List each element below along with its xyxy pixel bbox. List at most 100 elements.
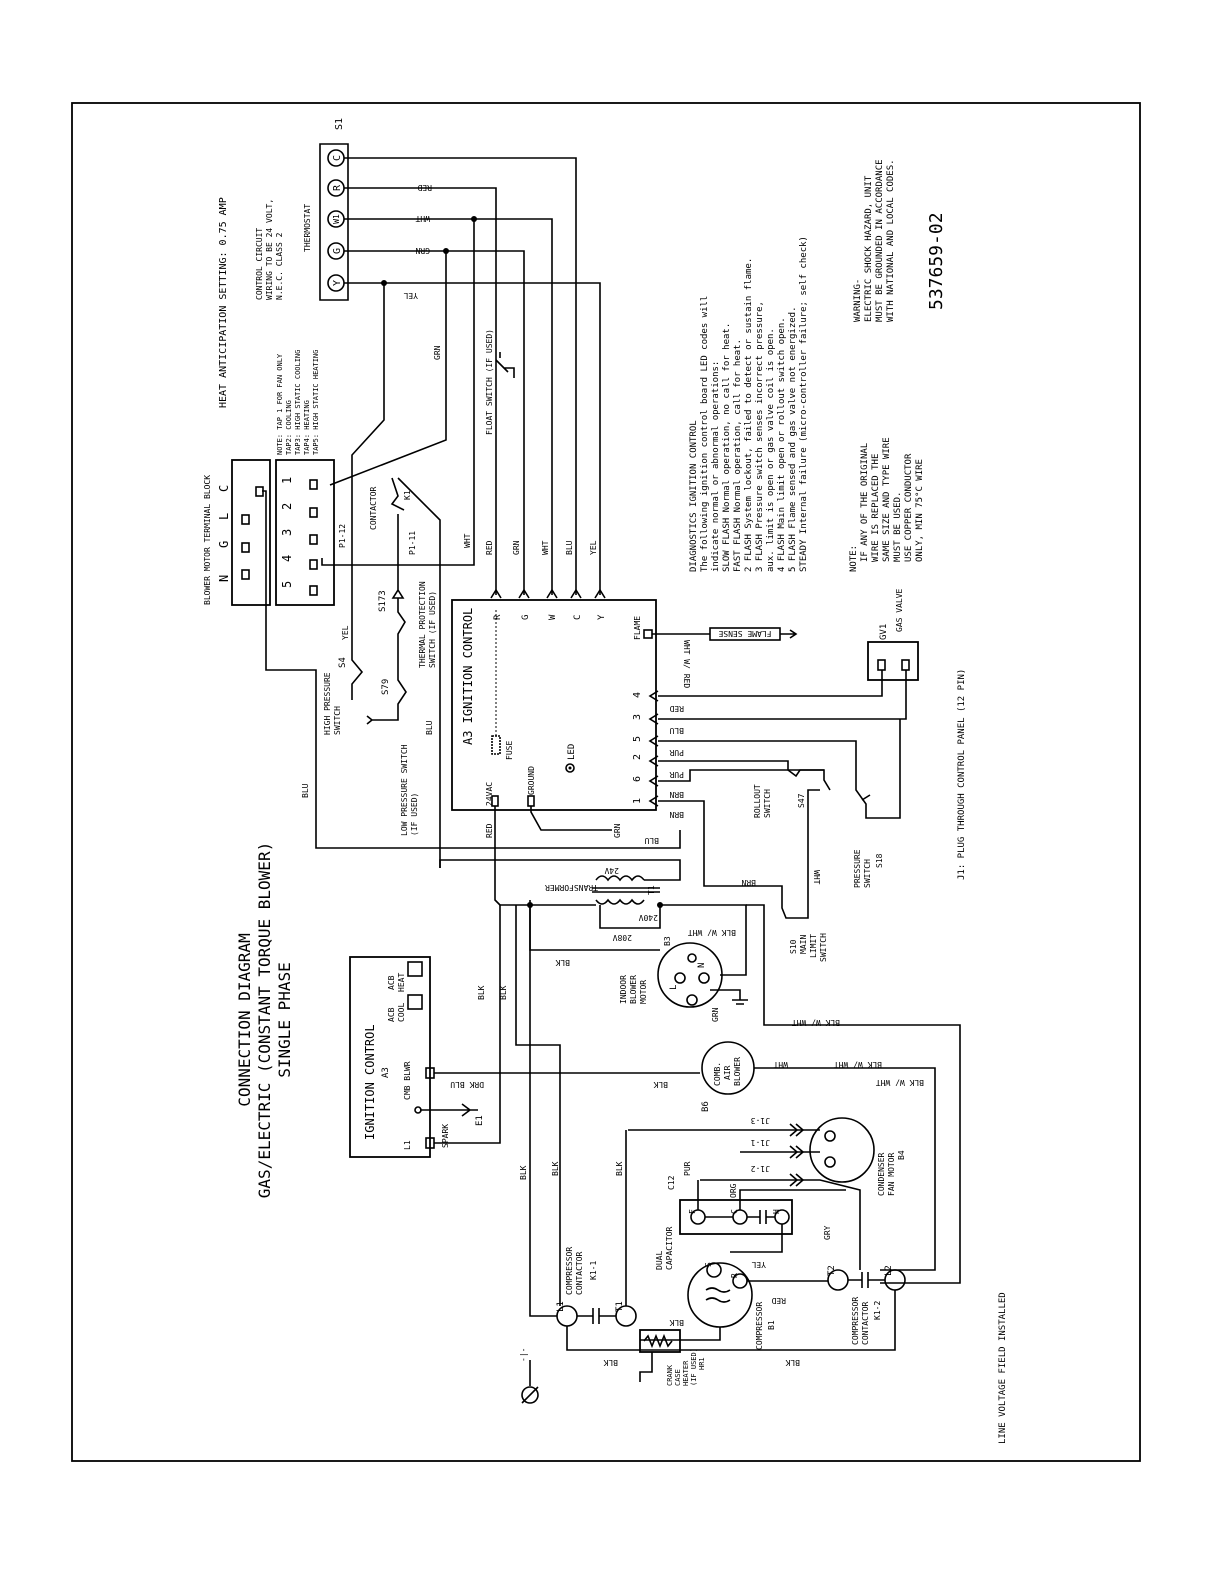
switch-label: LOW PRESSURE SWITCH <box>400 744 409 836</box>
control-circuit-note: CONTROL CIRCUIT WIRING TO BE 24 VOLT, N.… <box>255 199 284 300</box>
note-line: USE COPPER CONDUCTOR <box>904 453 914 562</box>
cap-term: C <box>730 1209 739 1214</box>
thermostat-label: THERMOSTAT <box>303 204 312 252</box>
box-title: IGNITION CONTROL <box>363 1024 377 1140</box>
wire-label: BLU <box>301 783 310 798</box>
switch-id: S47 <box>797 793 806 808</box>
contactor-label: CONTACTOR <box>861 1301 870 1345</box>
motor-id: B3 <box>663 936 672 946</box>
tap: 1 <box>280 477 294 484</box>
transformer: TRANSFORMER 24V T1 240V 208V BLK W/ WHT <box>439 859 747 976</box>
gas-valve: GV1 GAS VALVE RED BLU <box>658 588 919 735</box>
heater-id: HR1 <box>698 1357 706 1370</box>
wire-label: PUR <box>669 748 684 757</box>
cap-term: H <box>772 1209 781 1214</box>
fan-label: CONDENSER <box>877 1152 886 1196</box>
wire-label: BLU <box>669 726 684 735</box>
wire-label: WHT <box>812 870 821 885</box>
block-label: BLOWER MOTOR TERMINAL BLOCK <box>203 475 212 605</box>
switch-id: S79 <box>381 679 391 695</box>
pin: C <box>573 615 583 620</box>
heater-label: CRANK <box>666 1364 674 1386</box>
output-pins: 4 3 5 2 6 1 <box>632 692 643 804</box>
wire-note: NOTE: IF ANY OF THE ORIGINAL WIRE IS REP… <box>849 437 925 572</box>
heater-label: HEATER <box>682 1360 690 1386</box>
e1-label: E1 <box>475 1115 485 1126</box>
wire-label: YEL <box>341 625 350 640</box>
thermal-protection-switch: S173 THERMAL PROTECTION SWITCH (IF USED) <box>378 581 437 668</box>
transformer-label: TRANSFORMER <box>545 883 598 892</box>
switch-label: SWITCH <box>819 933 828 962</box>
flame-sense: FLAME SENSE WHT W/ RED <box>652 627 798 688</box>
cap-id: C12 <box>667 1175 676 1190</box>
tap: 2 <box>280 503 294 510</box>
diag-line: 4 FLASH Main limit open or rollout switc… <box>777 317 787 572</box>
plug-label: J1-1 <box>751 1138 770 1147</box>
motor-term: L <box>669 985 679 990</box>
diag-line: 5 FLASH Flame sensed and gas valve not e… <box>788 306 798 572</box>
diag-line: STEADY Internal failure (micro-controlle… <box>799 236 809 572</box>
contactor-k1: K1 <box>403 490 412 500</box>
cap-term: F <box>688 1209 697 1214</box>
acb: ACB <box>387 975 396 990</box>
thermostat-terminal-c: C <box>327 149 345 167</box>
term-label: W1 <box>332 214 341 224</box>
plug-label: P1-12 <box>338 524 347 548</box>
pin: 6 <box>632 776 643 782</box>
wire-label: BLK <box>603 1358 618 1367</box>
note-line: N.E.C. CLASS 2 <box>275 232 284 300</box>
wire-label: GRN <box>711 1007 720 1022</box>
line-voltage-note: LINE VOLTAGE FIELD INSTALLED <box>998 1292 1008 1444</box>
term: C <box>217 485 231 492</box>
wire-label: RED <box>417 183 432 192</box>
diag-line: FAST FLASH Normal operation, call for he… <box>733 339 743 572</box>
switch-label: MAIN <box>799 935 808 954</box>
ground-label: GROUND <box>527 766 536 795</box>
switch-id: S4 <box>338 657 348 668</box>
contactor-plug: P1-11 <box>408 531 417 555</box>
rollout-switch: ROLLOUT SWITCH S47 PUR BRN BRN <box>658 760 831 819</box>
motor-term: N <box>697 963 707 968</box>
heater-label: CASE <box>674 1369 682 1386</box>
thermostat-terminal-r: R <box>327 179 345 197</box>
warning-line: WITH NATIONAL AND LOCAL CODES. <box>886 159 896 322</box>
pin: G <box>521 615 531 620</box>
wire-label: WHT <box>415 214 430 223</box>
wire-label: BLU <box>425 720 434 735</box>
compressor: S R COMPRESSOR B1 RED BLK <box>640 1262 828 1350</box>
wire-label: BRN <box>741 878 756 887</box>
note-line: TAP5: HIGH STATIC HEATING <box>312 350 320 455</box>
wire-label: BLK W/ WHT <box>876 1078 924 1087</box>
pin: 3 <box>632 714 643 720</box>
thermostat-terminal-g: G <box>327 242 345 260</box>
motor-label: BLOWER <box>629 975 638 1004</box>
wire-label: BLK W/ WHT <box>792 1018 840 1027</box>
diag-line: indicate normal or abnormal operations: <box>711 361 721 572</box>
note-line: ONLY, MIN 75°C WIRE <box>915 459 925 562</box>
wire-label: YEL <box>751 1260 766 1269</box>
diag-line: 3 FLASH Pressure switch senses incorrect… <box>755 301 765 572</box>
title-line3: SINGLE PHASE <box>275 962 294 1078</box>
pin: 2 <box>632 754 643 760</box>
fan-label: FAN MOTOR <box>887 1152 896 1196</box>
warning-line: MUST BE GROUNDED IN ACCORDANCE <box>875 159 885 322</box>
wire-label: WHT <box>773 1060 788 1069</box>
wire-label: GRY <box>823 1225 832 1240</box>
v208: 208V <box>613 933 632 942</box>
note-line: NOTE: <box>849 545 859 572</box>
crankcase-heater: CRANK CASE HEATER (IF USED) HR1 <box>639 1329 706 1386</box>
switch-id: S173 <box>378 590 388 612</box>
contact-term: T1 <box>615 1301 625 1312</box>
comp-label: COMPRESSOR <box>755 1302 764 1350</box>
wire-label: BLK <box>555 958 570 967</box>
note-line: TAP4: HEATING <box>303 400 311 455</box>
diagnostics-notes: DIAGNOSTICS IGNITION CONTROL The followi… <box>689 236 809 572</box>
note-line: NOTE: TAP 1 FOR FAN ONLY <box>276 353 284 455</box>
pin: 1 <box>632 798 643 804</box>
input-pins: R G W C Y <box>493 614 607 620</box>
contactor-label: CONTACTOR <box>575 1251 584 1295</box>
blower-terminal-block: BLOWER MOTOR TERMINAL BLOCK N G L C 5 4 … <box>203 459 681 849</box>
sheet-border <box>71 102 1141 1462</box>
